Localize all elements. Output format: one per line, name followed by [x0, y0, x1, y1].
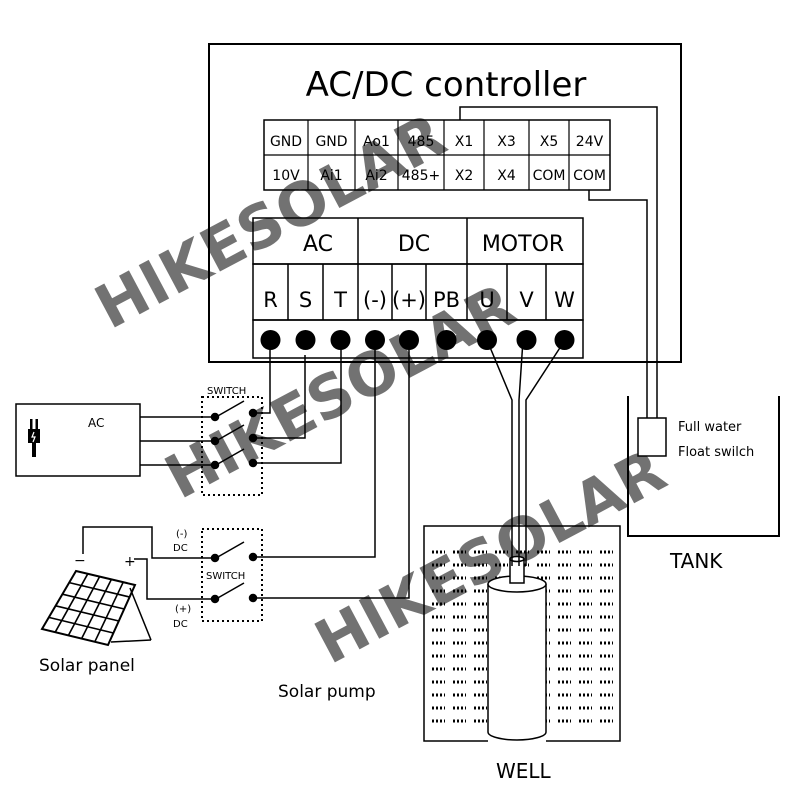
wire-x1-float — [459, 106, 658, 418]
well-label: WELL — [496, 759, 552, 783]
solar-panel-label: Solar panel — [39, 656, 135, 676]
power-terminal-2: T — [333, 288, 347, 312]
ac-switch-label: SWITCH — [207, 386, 246, 397]
power-terminal-3: (-) — [363, 288, 387, 312]
group-label-motor: MOTOR — [482, 232, 564, 257]
dc-pos-label: (+) — [175, 604, 191, 615]
control-terminal-top-6: X5 — [540, 134, 559, 150]
float-switch-label: Float swilch — [678, 445, 754, 460]
switch-blade-2 — [215, 448, 245, 466]
dc-switch-label: SWITCH — [206, 571, 245, 582]
switch-contact-right-1 — [248, 433, 258, 443]
wire-t — [253, 340, 342, 464]
terminal-screw-1 — [295, 330, 316, 350]
panel-minus-label: − — [74, 553, 86, 569]
switch-contact-right-2 — [248, 458, 258, 468]
control-terminal-top-4: X1 — [455, 134, 474, 150]
switch-contact-right-4 — [248, 593, 258, 603]
control-terminal-bottom-3: 485+ — [402, 168, 440, 184]
control-terminal-top-1: GND — [315, 134, 347, 150]
float-switch-icon — [637, 417, 667, 457]
full-water-label: Full water — [678, 420, 742, 435]
wire-panel-neg — [82, 526, 215, 559]
control-terminal-bottom-6: COM — [533, 168, 566, 184]
tank-label: TANK — [669, 549, 723, 573]
group-label-ac: AC — [303, 232, 333, 257]
control-terminal-top-2: Ao1 — [363, 134, 390, 150]
switch-blade-0 — [215, 400, 245, 418]
wire-panel-pos — [134, 558, 215, 600]
terminal-screw-strip — [252, 319, 584, 359]
switch-blade-4 — [215, 582, 245, 600]
switch-blade-3 — [215, 541, 245, 559]
wire-r — [253, 340, 271, 414]
switch-contact-left-0 — [210, 412, 220, 422]
switch-contact-left-3 — [210, 553, 220, 563]
switch-contact-left-4 — [210, 594, 220, 604]
power-terminal-7: V — [519, 288, 534, 312]
panel-plus-label: + — [124, 554, 136, 570]
panel-grid-line — [69, 581, 130, 598]
controller-title: AC/DC controller — [306, 65, 587, 105]
group-label-dc: DC — [398, 232, 430, 257]
wire-dc-pos — [253, 340, 410, 599]
plug-icon — [28, 419, 40, 457]
tank-outline — [627, 396, 780, 537]
power-terminal-6: U — [479, 288, 494, 312]
control-terminal-bottom-1: Ai1 — [320, 168, 342, 184]
wiring — [82, 106, 658, 600]
wire-s — [253, 355, 306, 439]
panel-grid-line — [80, 579, 113, 639]
terminal-screw-5 — [436, 330, 457, 350]
wire-dc-neg — [253, 340, 376, 558]
wire-motor-v — [518, 339, 524, 566]
dc-neg-label: (-) — [176, 529, 188, 540]
switch-contact-right-3 — [248, 552, 258, 562]
panel-grid-line — [55, 605, 119, 622]
panel-grid-line — [48, 616, 114, 634]
control-terminal-bottom-5: X4 — [497, 168, 516, 184]
power-terminal-5: PB — [433, 288, 460, 312]
solar-pump-label: Solar pump — [278, 682, 376, 702]
control-terminal-bottom-2: Ai2 — [365, 168, 387, 184]
wire-motor-u — [486, 339, 513, 566]
wire-motor-w — [525, 339, 566, 566]
control-terminal-bottom-7: COM — [573, 168, 606, 184]
power-terminal-0: R — [263, 288, 278, 312]
dc-switch-box — [201, 528, 263, 622]
control-terminal-bottom-0: 10V — [272, 168, 300, 184]
power-terminal-4: (+) — [392, 288, 426, 312]
dc-neg-dc-label: DC — [173, 543, 188, 554]
control-terminal-top-0: GND — [270, 134, 302, 150]
solar-panel-icon — [40, 569, 152, 647]
switch-blade-1 — [215, 424, 245, 442]
power-terminal-1: S — [299, 288, 312, 312]
ac-source-label: AC — [88, 416, 104, 430]
switch-contact-left-1 — [210, 436, 220, 446]
pump-icon — [487, 555, 547, 742]
panel-grid-line — [67, 576, 101, 636]
terminal-screw-7 — [516, 330, 537, 350]
control-terminal-bottom-4: X2 — [455, 168, 474, 184]
switch-contact-right-0 — [248, 408, 258, 418]
ac-source-box — [15, 403, 141, 477]
control-terminal-top-3: 485 — [408, 134, 435, 150]
switch-contacts — [210, 400, 258, 604]
dc-pos-dc-label: DC — [173, 619, 188, 630]
panel-grid-line — [94, 581, 124, 643]
switch-contact-left-2 — [210, 460, 220, 470]
panel-grid-line — [54, 573, 89, 633]
power-terminal-8: W — [554, 288, 575, 312]
panel-grid-line — [62, 593, 125, 610]
ac-switch-box — [201, 396, 263, 496]
control-terminal-top-7: 24V — [576, 134, 604, 150]
controller-box — [208, 43, 682, 363]
wire-com-float — [588, 190, 648, 418]
control-terminal-top-5: X3 — [497, 134, 516, 150]
